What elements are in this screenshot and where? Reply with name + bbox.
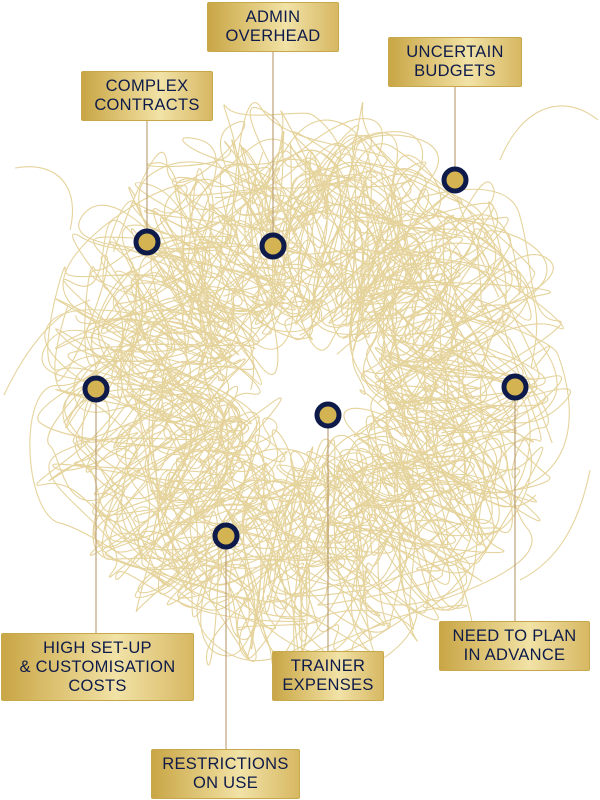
node-needplan [501,373,529,401]
scribble-stroke [92,104,524,650]
node-markers [82,166,529,550]
scribble-tail [519,469,591,581]
scribble-stroke [124,125,535,633]
scribble-tail [499,105,599,161]
label-trainer-expenses: TRAINER EXPENSES [272,651,384,701]
scribble-stroke [100,165,551,642]
node-admin [259,232,287,260]
scribble-stroke [73,134,495,656]
scribble-stroke [36,131,544,662]
scribble-stroke [47,200,488,606]
scribble-stroke [112,153,474,661]
scribble-stroke [64,150,553,614]
connector-lines [95,52,516,749]
scribble-stroke [47,174,536,671]
label-high-setup-costs: HIGH SET-UP & CUSTOMISATION COSTS [1,633,194,701]
label-restrictions-on-use: RESTRICTIONS ON USE [151,749,300,799]
scribble-stroke [55,147,501,654]
scribble-stroke [72,132,551,611]
label-uncertain-budgets: UNCERTAIN BUDGETS [388,37,522,87]
scribble-stroke [91,143,533,602]
label-admin-overhead: ADMIN OVERHEAD [207,2,339,52]
node-trainer [314,401,342,429]
scribble-stroke [134,182,558,606]
scribble-stroke [75,107,449,657]
scribble-tail [14,166,74,231]
node-uncertain [441,166,469,194]
scribble-stroke [111,163,468,654]
node-highsetup [82,375,110,403]
label-need-to-plan: NEED TO PLAN IN ADVANCE [439,621,590,671]
scribble-stroke [63,131,562,640]
scribble-stroke [148,134,562,630]
scribble-stroke [62,158,505,659]
scribble-stroke [109,209,537,609]
node-complex [133,228,161,256]
label-complex-contracts: COMPLEX CONTRACTS [81,71,213,121]
node-restrictions [212,522,240,550]
scribble-stroke [52,191,456,638]
scribble-tail [3,299,91,396]
scribble-stroke [85,118,549,618]
